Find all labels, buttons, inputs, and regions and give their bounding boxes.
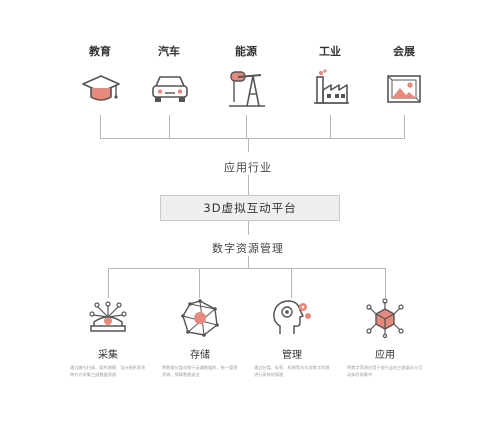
industry-label-industry: 工业 bbox=[319, 45, 341, 58]
connector-bottom-collect bbox=[108, 268, 109, 298]
connector-mid-lower bbox=[248, 221, 249, 235]
industry-label-expo: 会展 bbox=[393, 45, 415, 58]
graduation-cap-icon bbox=[82, 75, 120, 101]
stage-label-apply: 应用 bbox=[375, 350, 395, 361]
stage-label-store: 存储 bbox=[190, 350, 210, 361]
stage-description-manage: 通过分类、标签、权限等方式对数字资源进行高效的管理 bbox=[254, 365, 330, 377]
factory-icon bbox=[314, 69, 349, 104]
connector-bottom-bar bbox=[108, 268, 386, 269]
application-cube-icon bbox=[366, 298, 404, 339]
stage-description-apply: 将数字资源应用于各行业的三维展示与互动体验场景中 bbox=[347, 365, 423, 377]
connector-top-energy bbox=[246, 115, 247, 138]
stage-label-manage: 管理 bbox=[282, 350, 302, 361]
connector-top-auto bbox=[169, 115, 170, 138]
connector-top-expo bbox=[404, 115, 405, 138]
connector-top-education bbox=[100, 115, 101, 138]
picture-frame-icon bbox=[387, 75, 421, 103]
connector-bottom-stem bbox=[248, 256, 249, 268]
connector-top-bar bbox=[100, 138, 405, 139]
connector-bottom-store bbox=[199, 268, 200, 298]
car-icon bbox=[152, 76, 188, 102]
industry-application-label: 应用行业 bbox=[224, 161, 272, 174]
connector-mid-upper bbox=[248, 175, 249, 195]
stage-description-store: 将数据分类存储于云端数据库，统一管理资源，保障数据安全 bbox=[162, 365, 238, 377]
industry-label-energy: 能源 bbox=[235, 45, 257, 58]
connector-top-industry bbox=[330, 115, 331, 138]
industry-label-education: 教育 bbox=[89, 45, 111, 58]
storage-network-icon bbox=[181, 299, 219, 337]
collection-network-icon bbox=[89, 301, 127, 332]
platform-label: 3D虚拟互动平台 bbox=[203, 201, 297, 215]
connector-bottom-manage bbox=[291, 268, 292, 298]
stage-label-collect: 采集 bbox=[98, 350, 118, 361]
connector-bottom-apply bbox=[385, 268, 386, 298]
stage-description-collect: 通过激光扫描、照片建模、设计图纸等多种方式采集三维数据资源 bbox=[70, 365, 146, 377]
digital-asset-label: 数字资源管理 bbox=[212, 242, 284, 255]
industry-label-auto: 汽车 bbox=[158, 45, 180, 58]
connector-top-stem bbox=[248, 138, 249, 152]
platform-box: 3D虚拟互动平台 bbox=[160, 195, 340, 221]
oil-pump-icon bbox=[229, 71, 265, 107]
management-head-icon bbox=[273, 300, 311, 334]
